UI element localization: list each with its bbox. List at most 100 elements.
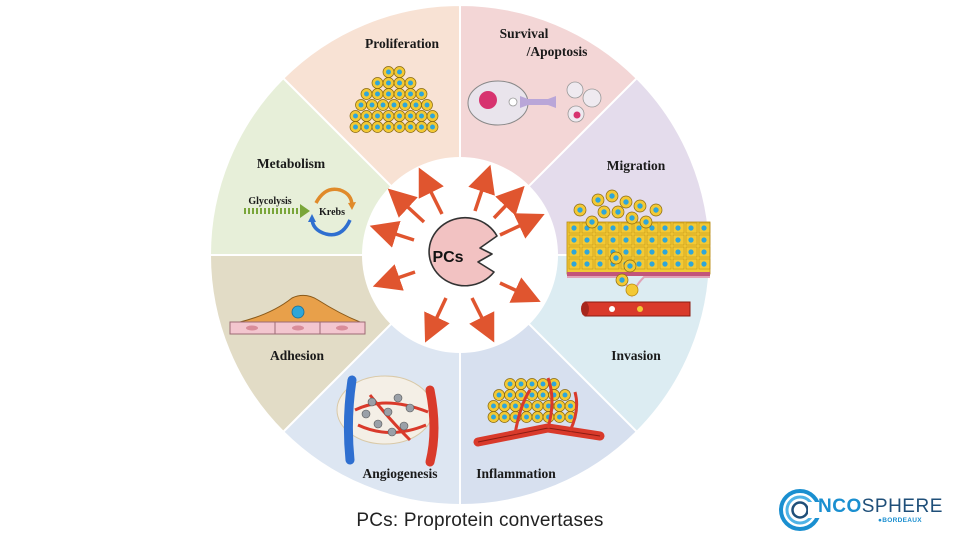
cell-nucleus xyxy=(507,392,513,398)
arrow-invasion xyxy=(499,277,541,303)
cell-nucleus xyxy=(430,124,435,130)
cell-nucleus xyxy=(408,80,413,86)
cell-outline xyxy=(620,222,633,234)
tumor-cell-dot xyxy=(405,403,415,413)
arrow-upper-right xyxy=(492,185,525,220)
label-proliferation: Proliferation xyxy=(365,36,439,51)
cell-nucleus xyxy=(649,249,655,255)
cell-nucleus xyxy=(524,403,529,409)
cell-nucleus xyxy=(675,261,681,267)
logo-swirl-icon xyxy=(779,489,822,531)
cell-outline xyxy=(594,246,607,258)
cell-outline xyxy=(698,222,711,234)
oncosphere-logo: NCOSPHERE ●BORDEAUX xyxy=(778,486,942,534)
tumor-cell-dot xyxy=(387,427,397,437)
cell-nucleus xyxy=(386,69,391,75)
cell-nucleus xyxy=(397,91,402,97)
cell-outline xyxy=(568,234,581,246)
cell-nucleus xyxy=(535,414,540,420)
cell-outline xyxy=(620,246,633,258)
label-adhesion: Adhesion xyxy=(270,348,325,363)
cell-outline xyxy=(581,258,594,270)
cell-nucleus xyxy=(643,219,649,225)
cell-outline xyxy=(659,222,672,234)
cell-nucleus xyxy=(623,237,629,243)
cell-nucleus xyxy=(636,237,642,243)
apoptosis-icon xyxy=(467,80,602,126)
cell-nucleus xyxy=(597,261,603,267)
cell-nucleus xyxy=(601,209,607,215)
cell-nucleus xyxy=(623,225,629,231)
cell-nucleus xyxy=(391,102,397,108)
cell-nucleus xyxy=(688,249,694,255)
cell-nucleus xyxy=(613,255,619,261)
cell-outline xyxy=(607,222,620,234)
cell-outline xyxy=(659,258,672,270)
cell-outline xyxy=(672,246,685,258)
cell-nucleus xyxy=(562,392,568,398)
cell-nucleus xyxy=(597,225,603,231)
cell-nucleus xyxy=(662,249,668,255)
cell-nucleus xyxy=(507,381,513,387)
tumor-cell-dot xyxy=(383,407,393,417)
cell-nucleus xyxy=(701,249,707,255)
cell-nucleus xyxy=(402,102,408,108)
pcs-enzyme xyxy=(428,216,498,287)
cell-nucleus xyxy=(610,225,616,231)
tumor-cell-dot xyxy=(399,421,409,431)
cell-outline xyxy=(672,258,685,270)
cell-outline xyxy=(594,234,607,246)
label-krebs: Krebs xyxy=(319,207,345,218)
cell-outline xyxy=(568,222,581,234)
cell-nucleus xyxy=(662,237,668,243)
cell-nucleus xyxy=(584,261,590,267)
cell-outline xyxy=(594,258,607,270)
cell-outline xyxy=(568,246,581,258)
cell-outline xyxy=(594,222,607,234)
cell-outline xyxy=(659,234,672,246)
cell-nucleus xyxy=(688,261,694,267)
cell-nucleus xyxy=(609,193,615,199)
arrow-upper-left xyxy=(387,188,426,224)
cell-nucleus xyxy=(369,102,375,108)
cell-nucleus xyxy=(568,403,573,409)
label-angiogenesis: Angiogenesis xyxy=(362,466,437,481)
migration-invasion-icon xyxy=(566,189,711,317)
cell-nucleus xyxy=(584,249,590,255)
cell-nucleus xyxy=(397,113,402,119)
cell-nucleus xyxy=(375,124,380,130)
cell-nucleus xyxy=(595,197,601,203)
proliferation-cell-cluster-icon xyxy=(349,66,439,133)
tumor-cell-dot xyxy=(373,419,383,429)
cell-nucleus xyxy=(524,414,529,420)
cell-nucleus xyxy=(408,113,413,119)
cell-nucleus xyxy=(419,124,424,130)
cell-outline xyxy=(672,234,685,246)
arrow-metabolism xyxy=(369,220,415,248)
cell-nucleus xyxy=(589,219,595,225)
cell-nucleus xyxy=(649,261,655,267)
logo-text: NCOSPHERE xyxy=(818,496,943,517)
cell-nucleus xyxy=(518,392,524,398)
cell-nucleus xyxy=(557,403,562,409)
tumor-cell-dot xyxy=(367,397,377,407)
cell-outline xyxy=(633,246,646,258)
cell-outline xyxy=(685,246,698,258)
cell-outline xyxy=(607,234,620,246)
cell-nucleus xyxy=(353,113,358,119)
logo-subtext: ●BORDEAUX xyxy=(878,517,922,524)
cell-nucleus xyxy=(397,124,402,130)
cell-nucleus xyxy=(568,414,573,420)
cell-nucleus xyxy=(397,80,402,86)
metabolism-icon xyxy=(242,187,356,237)
cell-nucleus xyxy=(637,203,643,209)
cell-outline xyxy=(633,234,646,246)
cell-nucleus xyxy=(636,249,642,255)
cell-nucleus xyxy=(653,207,659,213)
cell-nucleus xyxy=(571,225,577,231)
cell-outline xyxy=(620,234,633,246)
cell-nucleus xyxy=(419,113,424,119)
cell-nucleus xyxy=(584,237,590,243)
cell-nucleus xyxy=(649,237,655,243)
cell-outline xyxy=(646,258,659,270)
